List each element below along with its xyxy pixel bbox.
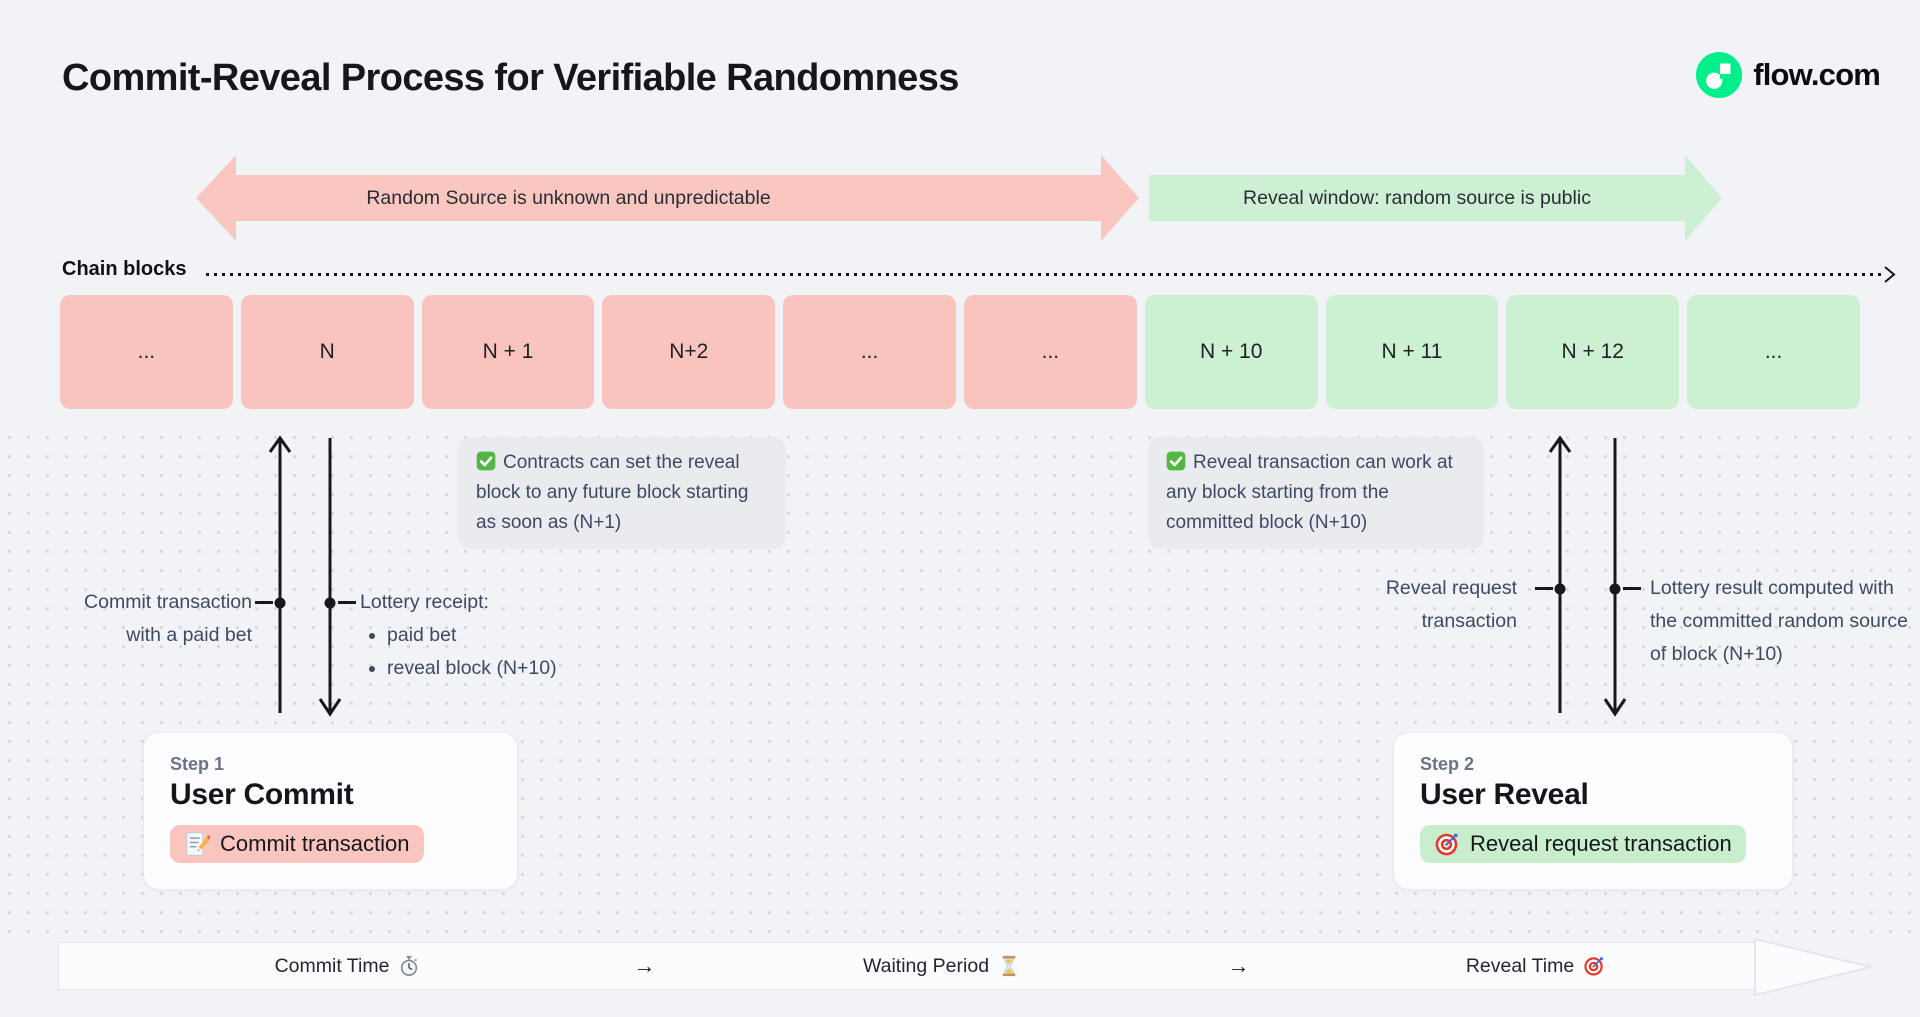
timeline-label: Reveal Time bbox=[1465, 954, 1575, 977]
note-contracts-text: Contracts can set the reveal block to an… bbox=[476, 452, 749, 533]
step-title: User Reveal bbox=[1420, 778, 1589, 811]
chain-timeline-line bbox=[206, 273, 1882, 276]
lottery-result-arrow-down bbox=[1603, 438, 1627, 717]
timeline-chevron-icon bbox=[1754, 938, 1872, 996]
annotation-line: with a paid bet bbox=[126, 624, 252, 646]
page-title: Commit-Reveal Process for Verifiable Ran… bbox=[62, 57, 959, 99]
band-unknown-label: Random Source is unknown and unpredictab… bbox=[366, 186, 771, 209]
annotation-bullet: paid bet bbox=[387, 619, 620, 652]
band-unknown-arrow bbox=[196, 155, 1139, 241]
chain-block: ... bbox=[1687, 295, 1860, 409]
chain-blocks-row: ... N N + 1 N+2 ... ... N + 10 N + 11 N … bbox=[60, 295, 1860, 409]
arrow-right-icon: → bbox=[633, 953, 656, 978]
annotation-reveal-request: Reveal request transaction bbox=[1322, 572, 1517, 638]
annotation-lottery-receipt: Lottery receipt: paid bet reveal block (… bbox=[360, 586, 620, 685]
band-reveal-arrow bbox=[1149, 155, 1722, 241]
chain-block: ... bbox=[60, 295, 233, 409]
reveal-badge-label: Reveal request transaction bbox=[1470, 831, 1732, 856]
note-reveal: Reveal transaction can work at any block… bbox=[1148, 437, 1484, 549]
check-icon bbox=[1166, 451, 1186, 471]
brand-link[interactable]: flow.com bbox=[1696, 52, 1881, 98]
memo-icon bbox=[184, 831, 212, 857]
lottery-receipt-arrow-down bbox=[318, 438, 342, 717]
annotation-line: Commit transaction bbox=[84, 591, 252, 613]
step-eyebrow: Step 1 bbox=[170, 754, 225, 774]
chain-block: ... bbox=[963, 295, 1137, 409]
note-reveal-text: Reveal transaction can work at any block… bbox=[1166, 452, 1453, 533]
annotation-title: Lottery receipt: bbox=[360, 591, 489, 613]
annotation-line: Reveal request bbox=[1385, 577, 1517, 599]
note-contracts: Contracts can set the reveal block to an… bbox=[458, 437, 786, 549]
step-title: User Commit bbox=[170, 778, 354, 811]
chain-block: N + 10 bbox=[1144, 295, 1318, 409]
timeline-label: Commit Time bbox=[274, 954, 390, 977]
timeline-bar: Commit Time → Waiting Period bbox=[58, 942, 1755, 990]
step-card-reveal: Step 2 User Reveal Reveal request transa… bbox=[1393, 732, 1793, 890]
connector-line bbox=[338, 601, 356, 604]
arrow-right-icon: → bbox=[1227, 953, 1250, 978]
annotation-lottery-result: Lottery result computed with the committ… bbox=[1650, 577, 1908, 665]
hourglass-icon bbox=[998, 955, 1020, 977]
reveal-request-arrow-up bbox=[1548, 435, 1572, 713]
chain-block: N bbox=[240, 295, 414, 409]
check-icon bbox=[476, 451, 496, 471]
step-card-commit: Step 1 User Commit Commit transac bbox=[143, 732, 518, 890]
timeline-label: Waiting Period bbox=[862, 954, 990, 977]
connector-line bbox=[1623, 587, 1641, 590]
commit-tx-arrow-up bbox=[268, 435, 292, 713]
commit-badge-label: Commit transaction bbox=[220, 831, 410, 856]
band-reveal-label: Reveal window: random source is public bbox=[1243, 186, 1591, 209]
chain-block: N + 1 bbox=[421, 295, 595, 409]
timeline-item-waiting: Waiting Period bbox=[793, 955, 1090, 978]
stopwatch-icon bbox=[398, 955, 420, 977]
timeline-item-reveal: Reveal Time bbox=[1387, 955, 1684, 978]
connector-line bbox=[255, 601, 273, 604]
dart-icon bbox=[1583, 955, 1605, 977]
brand-text: flow.com bbox=[1753, 57, 1881, 92]
commit-transaction-badge: Commit transaction bbox=[170, 825, 424, 863]
connector-line bbox=[1535, 587, 1553, 590]
timeline-item-commit: Commit Time bbox=[199, 955, 496, 978]
flow-logo-icon bbox=[1696, 52, 1743, 98]
chain-blocks-label: Chain blocks bbox=[62, 258, 187, 280]
chain-block: N+2 bbox=[602, 295, 776, 409]
annotation-commit-tx: Commit transaction with a paid bet bbox=[60, 586, 252, 652]
chain-block: ... bbox=[783, 295, 956, 409]
reveal-request-badge: Reveal request transaction bbox=[1420, 825, 1746, 863]
dart-icon bbox=[1434, 831, 1460, 857]
annotation-bullet: reveal block (N+10) bbox=[387, 652, 620, 685]
chain-block: N + 11 bbox=[1325, 295, 1499, 409]
step-eyebrow: Step 2 bbox=[1420, 754, 1475, 774]
chain-block: N + 12 bbox=[1506, 295, 1680, 409]
chain-arrow-icon bbox=[1884, 266, 1896, 283]
annotation-line: transaction bbox=[1421, 610, 1517, 632]
